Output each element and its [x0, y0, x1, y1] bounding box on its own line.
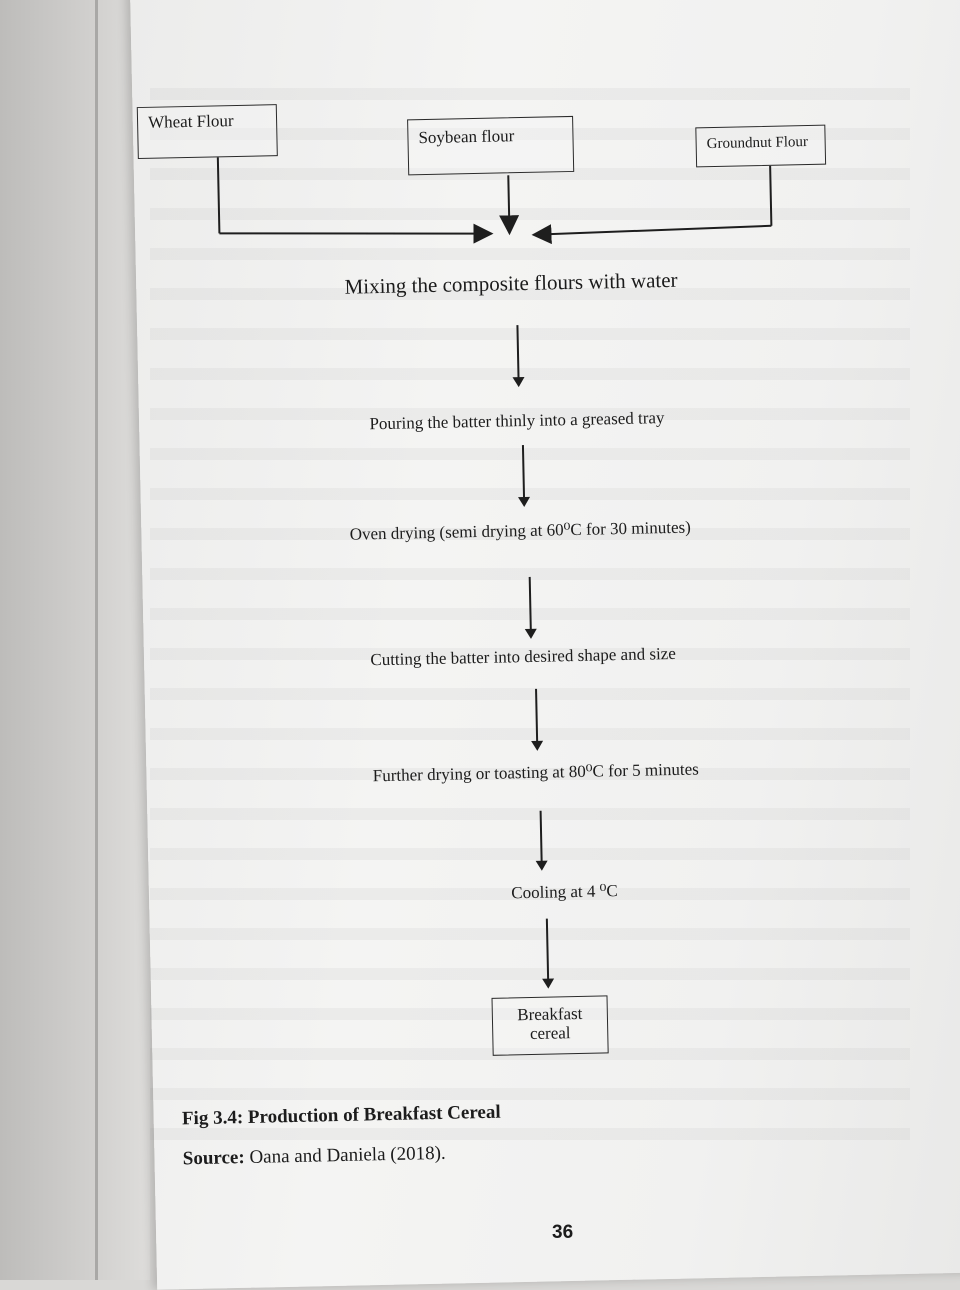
input-groundnut-flour: Groundnut Flour: [695, 124, 827, 168]
step-cooling: Cooling at 4 ⁰C: [511, 881, 618, 903]
source-text: Oana and Daniela (2018).: [249, 1142, 446, 1168]
input-wheat-flour: Wheat Flour: [136, 104, 278, 160]
input-label: Groundnut Flour: [706, 134, 809, 153]
groundnut-arrow: [531, 224, 772, 245]
input-label: Soybean flour: [418, 126, 515, 148]
book-spine: [95, 0, 98, 1280]
page-number: 36: [552, 1222, 574, 1243]
facing-page: [0, 0, 150, 1280]
soybean-arrow: [499, 175, 520, 236]
output-label: Breakfast cereal: [517, 1003, 583, 1043]
wheat-connector: [216, 157, 221, 234]
wheat-arrow: [219, 223, 494, 244]
input-soybean-flour: Soybean flour: [407, 115, 575, 176]
groundnut-connector: [769, 165, 773, 226]
output-breakfast-cereal: Breakfast cereal: [491, 995, 609, 1056]
source-label: Source:: [182, 1147, 245, 1170]
input-label: Wheat Flour: [147, 111, 234, 132]
